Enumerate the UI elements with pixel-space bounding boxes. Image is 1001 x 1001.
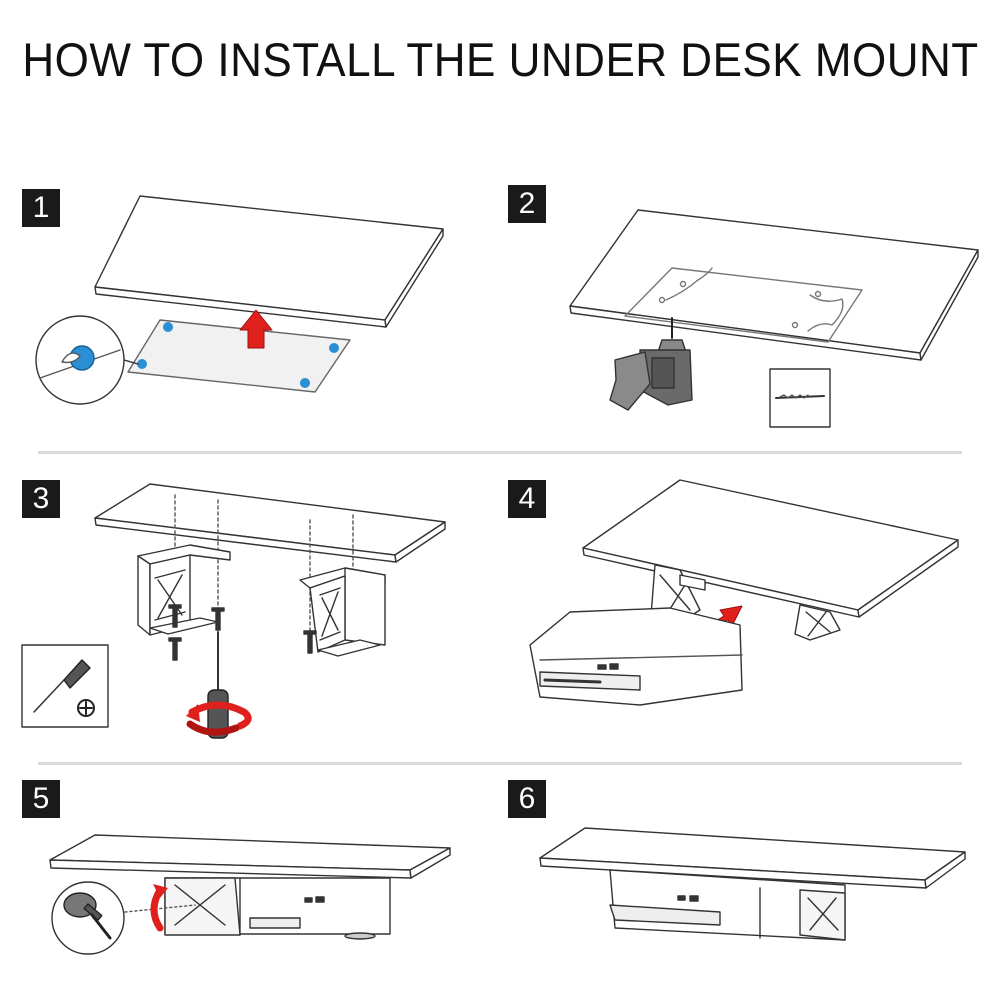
step-2-illustration: [570, 210, 978, 427]
desk-top: [570, 210, 978, 353]
inset-screwdriver: [34, 660, 90, 712]
blue-marker-dots: [137, 322, 339, 388]
mounted-console: [165, 878, 390, 939]
step-1-illustration: [36, 196, 443, 404]
template-sheet: [128, 320, 350, 392]
page-title: HOW TO INSTALL THE UNDER DESK MOUNT: [22, 34, 979, 87]
divider-row-1: [38, 451, 962, 454]
thumb-screw-inset: [52, 882, 124, 954]
desk-top: [540, 828, 965, 880]
rotate-arrow-icon: [186, 704, 248, 732]
divider-row-2: [38, 762, 962, 765]
step-4-badge: 4: [508, 480, 546, 518]
drill-bit-inset: [770, 369, 830, 427]
step-5-illustration: [50, 835, 450, 954]
step-5-badge: 5: [22, 780, 60, 818]
desk-top: [95, 196, 443, 320]
slide-arrow-icon: [700, 606, 742, 634]
phillips-symbol-icon: [78, 700, 94, 716]
rotate-arrow-icon: [153, 884, 168, 928]
step-6-badge: 6: [508, 780, 546, 818]
thumb-screw-icon: [64, 893, 110, 938]
detail-callout: [36, 316, 124, 404]
drill-icon: [610, 318, 692, 410]
screws: [169, 605, 316, 660]
screwdriver-icon: [208, 632, 228, 738]
desk-top: [95, 484, 445, 555]
step-2-badge: 2: [508, 185, 546, 223]
console-icon: [530, 608, 742, 705]
desk-top: [50, 835, 450, 870]
mounted-console: [610, 870, 845, 940]
screwdriver-inset: [22, 645, 108, 727]
left-bracket: [138, 545, 230, 635]
mounted-brackets: [650, 565, 840, 640]
drill-bit-icon: [776, 395, 824, 398]
step-4-illustration: [530, 480, 958, 705]
step-1-badge: 1: [22, 189, 60, 227]
right-bracket: [300, 568, 385, 656]
guide-lines: [175, 495, 353, 640]
desk-top: [583, 480, 958, 610]
up-arrow-icon: [240, 310, 272, 348]
step-3-illustration: [22, 484, 445, 738]
step-3-badge: 3: [22, 480, 60, 518]
step-6-illustration: [540, 828, 965, 940]
